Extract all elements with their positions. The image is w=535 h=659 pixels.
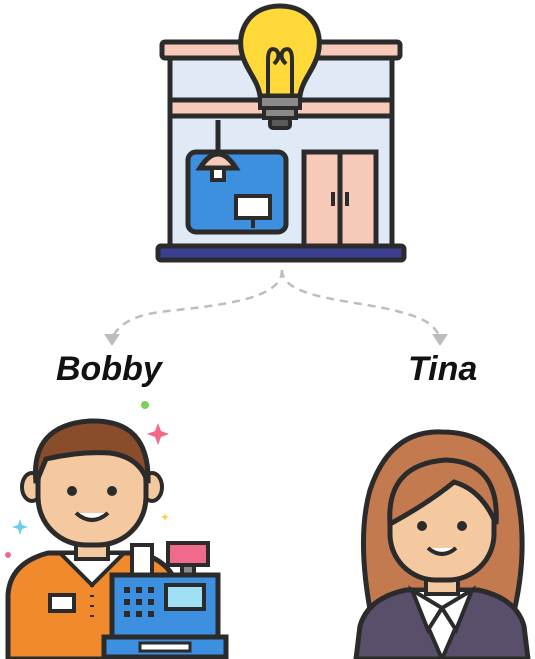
store-with-lightbulb-icon bbox=[155, 3, 407, 263]
businesswoman-icon bbox=[353, 429, 531, 659]
cashier-with-register-icon bbox=[5, 401, 229, 659]
person-name-bobby: Bobby bbox=[56, 350, 162, 388]
person-name-tina: Tina bbox=[408, 350, 478, 388]
